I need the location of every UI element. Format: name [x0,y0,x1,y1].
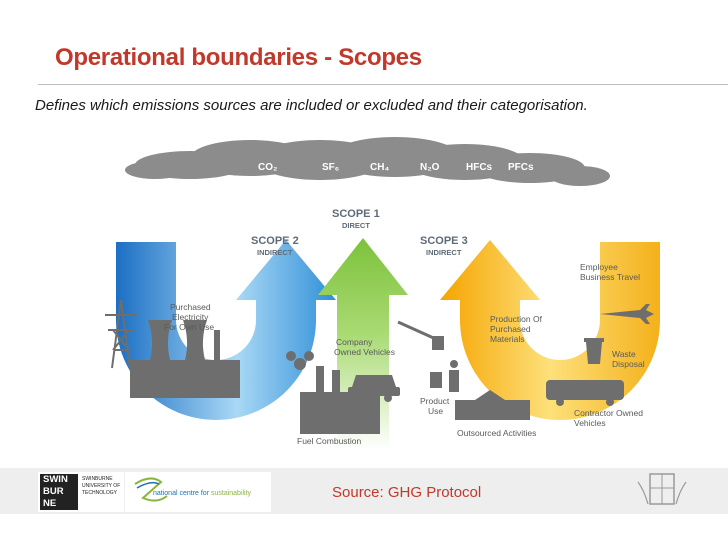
gas-label: SF₆ [322,162,339,173]
scope-1-type: DIRECT [342,221,370,230]
company-vehicles-label: Owned Vehicles [334,347,395,357]
waste-disposal-label: Disposal [612,359,645,369]
production-materials-label: Materials [490,334,524,344]
fuel-combustion-label: Fuel Combustion [297,436,362,446]
bin-icon [584,338,604,364]
contractor-vehicles-label: Vehicles [574,418,606,428]
swinburne-logo: SWIN BUR NE SWINBURNE UNIVERSITY OF TECH… [38,472,124,512]
production-materials-label: Purchased [490,324,531,334]
airplane-icon [600,304,654,324]
product-use-label: Use [428,406,443,416]
contractor-vehicles-label: Contractor Owned [574,408,643,418]
pylon-icon [105,299,137,369]
power-plant-icon [130,320,240,398]
slide-subtitle: Defines which emissions sources are incl… [35,97,588,114]
gas-label: N₂O [420,162,440,173]
outsourced-activities-label: Outsourced Activities [457,428,536,438]
scope-3-type: INDIRECT [426,248,462,257]
outsourced-building-icon [455,390,530,420]
ncs-logo-text: national centre for sustainability [153,490,251,497]
purchased-electricity-label: Purchased [170,302,211,312]
scope-2-title: SCOPE 2 [251,235,299,247]
production-materials-label: Production Of [490,314,543,324]
crest-icon [637,473,687,505]
gas-label: HFCs [466,162,493,173]
ncs-logo: national centre for sustainability [125,472,271,512]
swinburne-logo-mark: SWIN BUR NE [40,474,78,510]
purchased-electricity-label: Electricity [172,312,209,322]
gas-label: CO₂ [258,162,277,173]
title-divider [38,84,728,85]
swinburne-logo-text: SWINBURNE UNIVERSITY OF TECHNOLOGY [82,476,121,496]
waste-disposal-label: Waste [612,349,636,359]
person-icon [430,360,459,392]
gas-label: CH₄ [370,162,389,173]
employee-travel-label: Employee [580,262,618,272]
ncs-accent: sustainability [210,490,252,497]
slide-title: Operational boundaries - Scopes [55,44,422,71]
company-vehicles-label: Company [336,337,373,347]
product-use-label: Product [420,396,450,406]
ncs-prefix: national centre for [153,490,211,497]
employee-travel-label: Business Travel [580,272,640,282]
gas-label: PFCs [508,162,534,173]
bus-icon [546,380,624,406]
purchased-electricity-label: For Own Use [164,322,214,332]
source-citation: Source: GHG Protocol [332,484,482,501]
scope-1-title: SCOPE 1 [332,208,380,220]
scope-2-type: INDIRECT [257,248,293,257]
ncs-swoosh-icon [134,477,168,502]
car-icon [348,375,400,402]
factory-icon [286,351,380,434]
scope-3-title: SCOPE 3 [420,235,468,247]
crane-icon [397,320,444,350]
scope-3-arrow [440,240,660,420]
emissions-cloud [125,137,610,186]
